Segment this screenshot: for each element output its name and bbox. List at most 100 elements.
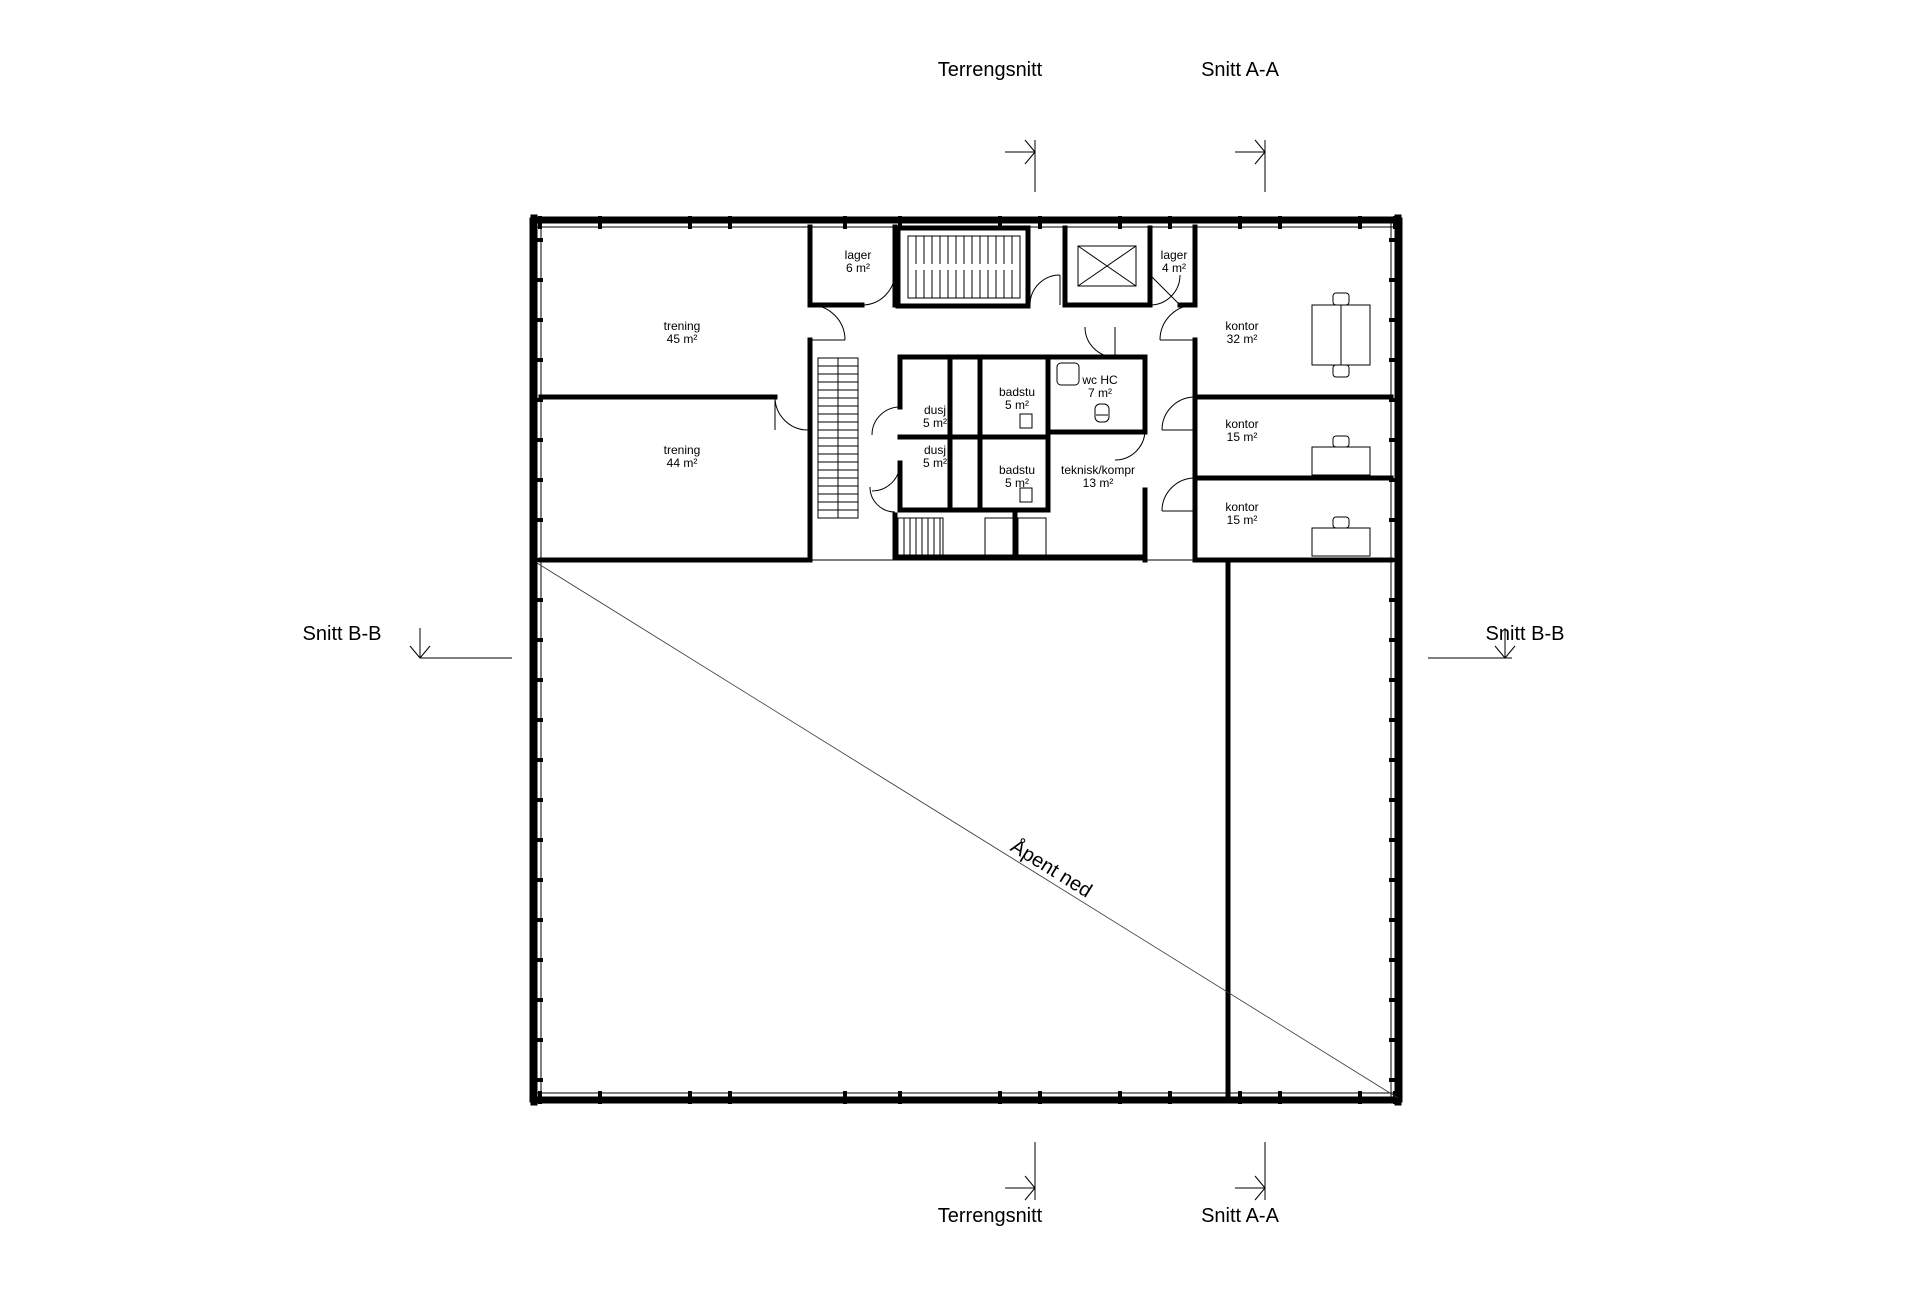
- facade-mullion: [843, 1091, 847, 1104]
- facade-mullion: [1238, 216, 1242, 229]
- section-label-aa-bottom: Snitt A-A: [1201, 1205, 1279, 1227]
- facade-mullion: [1389, 998, 1402, 1002]
- room-area-badstu-2: 5 m²: [1005, 476, 1029, 490]
- facade-mullion: [530, 758, 543, 762]
- facade-mullion: [530, 638, 543, 642]
- facade-mullion: [530, 878, 543, 882]
- facade-mullion: [1168, 1091, 1172, 1104]
- room-name-kontor-3: kontor: [1225, 500, 1258, 514]
- facade-mullion: [538, 1091, 542, 1104]
- section-markers: [409, 139, 1516, 1201]
- facade-mullion: [530, 678, 543, 682]
- facade-mullion: [1389, 518, 1402, 522]
- facade-mullion: [1358, 1091, 1362, 1104]
- facade-mullion: [1238, 1091, 1242, 1104]
- facade-mullion: [998, 1091, 1002, 1104]
- outer-walls: [529, 214, 1403, 1106]
- room-area-lager-1: 6 m²: [846, 261, 870, 275]
- facade-mullion: [1393, 1091, 1397, 1104]
- facade-mullion: [530, 798, 543, 802]
- room-name-teknisk: teknisk/kompr: [1061, 463, 1135, 477]
- room-name-dusj-1: dusj: [924, 403, 946, 417]
- facade-mullion: [530, 558, 543, 562]
- section-label-terrain-top: Terrengsnitt: [938, 59, 1043, 81]
- facade-mullion: [1038, 216, 1042, 229]
- facade-mullion: [1389, 278, 1402, 282]
- room-area-kontor-2: 15 m²: [1227, 430, 1258, 444]
- facade-mullion: [530, 918, 543, 922]
- facade-mullion: [1389, 558, 1402, 562]
- facade-mullion: [998, 216, 1002, 229]
- section-label-bb-left: Snitt B-B: [303, 623, 382, 645]
- section-label-aa-top: Snitt A-A: [1201, 59, 1279, 81]
- facade-mullion: [530, 998, 543, 1002]
- facade-mullion: [530, 718, 543, 722]
- facade-mullion: [1389, 638, 1402, 642]
- room-name-badstu-1: badstu: [999, 385, 1035, 399]
- facade-mullion: [1389, 918, 1402, 922]
- facade-mullion: [598, 1091, 602, 1104]
- facade-mullion: [728, 1091, 732, 1104]
- facade-mullion: [530, 518, 543, 522]
- room-area-dusj-2: 5 m²: [923, 456, 947, 470]
- stairs: [817, 235, 1047, 557]
- facade-mullion: [530, 438, 543, 442]
- facade-mullion: [1358, 216, 1362, 229]
- open-below-diagonal: [536, 562, 1399, 1099]
- room-area-teknisk: 13 m²: [1083, 476, 1114, 490]
- doors: [774, 271, 1196, 513]
- facade-mullion: [1278, 216, 1282, 229]
- facade-mullion: [1389, 318, 1402, 322]
- facade-mullion: [1038, 1091, 1042, 1104]
- elevator: [1077, 245, 1137, 287]
- facade-mullion: [1389, 358, 1402, 362]
- facade-mullion: [1389, 758, 1402, 762]
- facade-mullion: [1389, 438, 1402, 442]
- facade-mullions: [530, 216, 1402, 1104]
- facade-mullion: [530, 278, 543, 282]
- facade-mullion: [1389, 478, 1402, 482]
- room-area-trening-2: 44 m²: [667, 456, 698, 470]
- facade-mullion: [1278, 1091, 1282, 1104]
- section-label-bb-right: Snitt B-B: [1486, 623, 1565, 645]
- facade-mullion: [1389, 838, 1402, 842]
- room-area-badstu-1: 5 m²: [1005, 398, 1029, 412]
- facade-mullion: [1118, 1091, 1122, 1104]
- room-area-kontor-3: 15 m²: [1227, 513, 1258, 527]
- facade-mullion: [530, 598, 543, 602]
- facade-mullion: [1393, 216, 1397, 229]
- facade-mullion: [1389, 1078, 1402, 1082]
- facade-mullion: [530, 238, 543, 242]
- room-area-wc: 7 m²: [1088, 386, 1112, 400]
- facade-mullion: [688, 216, 692, 229]
- facade-mullion: [1389, 598, 1402, 602]
- room-area-trening-1: 45 m²: [667, 332, 698, 346]
- room-name-dusj-2: dusj: [924, 443, 946, 457]
- facade-mullion: [530, 1038, 543, 1042]
- facade-mullion: [843, 216, 847, 229]
- room-labels: trening 45 m² trening 44 m² lager 6 m² l…: [664, 248, 1259, 527]
- facade-mullion: [530, 1078, 543, 1082]
- facade-mullion: [530, 358, 543, 362]
- facade-mullion: [728, 216, 732, 229]
- facade-mullion: [530, 318, 543, 322]
- room-name-wc: wc HC: [1081, 373, 1118, 387]
- room-name-trening-1: trening: [664, 319, 701, 333]
- facade-mullion: [1389, 718, 1402, 722]
- room-name-kontor-2: kontor: [1225, 417, 1258, 431]
- facade-mullion: [530, 958, 543, 962]
- room-area-dusj-1: 5 m²: [923, 416, 947, 430]
- facade-mullion: [1389, 958, 1402, 962]
- facade-mullion: [688, 1091, 692, 1104]
- room-name-lager-2: lager: [1161, 248, 1188, 262]
- room-name-lager-1: lager: [845, 248, 872, 262]
- room-name-kontor-1: kontor: [1225, 319, 1258, 333]
- facade-mullion: [898, 216, 902, 229]
- facade-mullion: [1389, 1038, 1402, 1042]
- facade-mullion: [530, 478, 543, 482]
- facade-mullion: [1389, 798, 1402, 802]
- facade-mullion: [530, 398, 543, 402]
- open-below-label: Åpent ned: [1007, 835, 1097, 903]
- facade-mullion: [530, 838, 543, 842]
